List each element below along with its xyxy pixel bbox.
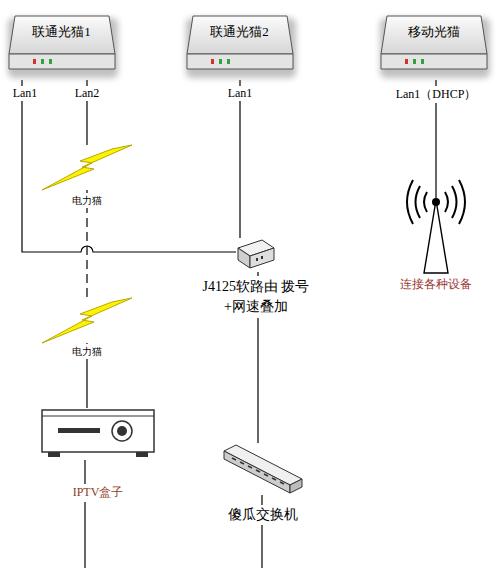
device-node: 移动光猫 <box>377 12 490 80</box>
modem-icon <box>183 12 296 80</box>
device-label: IPTV盒子 <box>51 484 145 502</box>
device-node: 连接各种设备 <box>400 180 472 275</box>
cable-line <box>239 80 240 238</box>
powerline-bolt <box>42 145 132 190</box>
device-node: 联通光猫2 <box>183 12 296 80</box>
device-node: IPTV盒子 <box>40 408 156 460</box>
router-icon <box>236 238 276 272</box>
device-label: 连接各种设备 <box>384 276 488 294</box>
cable-line <box>22 80 236 252</box>
port-label: Lan1（DHCP） <box>394 86 479 103</box>
device-label: J4125软路由 拨号+网速叠加 <box>198 276 314 318</box>
device-node: 联通光猫1 <box>5 12 118 80</box>
port-label: Lan1 <box>226 86 255 101</box>
device-label: 联通光猫1 <box>5 24 118 41</box>
device-label: 联通光猫2 <box>183 24 296 41</box>
device-label: 傻瓜交换机 <box>206 505 320 525</box>
iptv-box <box>40 408 156 460</box>
device-node: 电力猫 <box>42 145 132 190</box>
iptv-wire <box>84 460 85 568</box>
device-node: 电力猫 <box>42 298 132 343</box>
switch-icon <box>222 443 304 495</box>
device-label: 电力猫 <box>55 193 119 208</box>
device-node: J4125软路由 拨号+网速叠加 <box>236 238 276 272</box>
device-node: 傻瓜交换机 <box>222 443 304 495</box>
wifi-tower <box>400 180 472 275</box>
modem-icon <box>377 12 490 80</box>
device-label: 移动光猫 <box>377 24 490 41</box>
modem-icon <box>5 12 118 80</box>
port-label: Lan2 <box>73 86 102 101</box>
device-label: 电力猫 <box>55 344 119 359</box>
powerline-bolt <box>42 298 132 343</box>
port-label: Lan1 <box>11 86 40 101</box>
